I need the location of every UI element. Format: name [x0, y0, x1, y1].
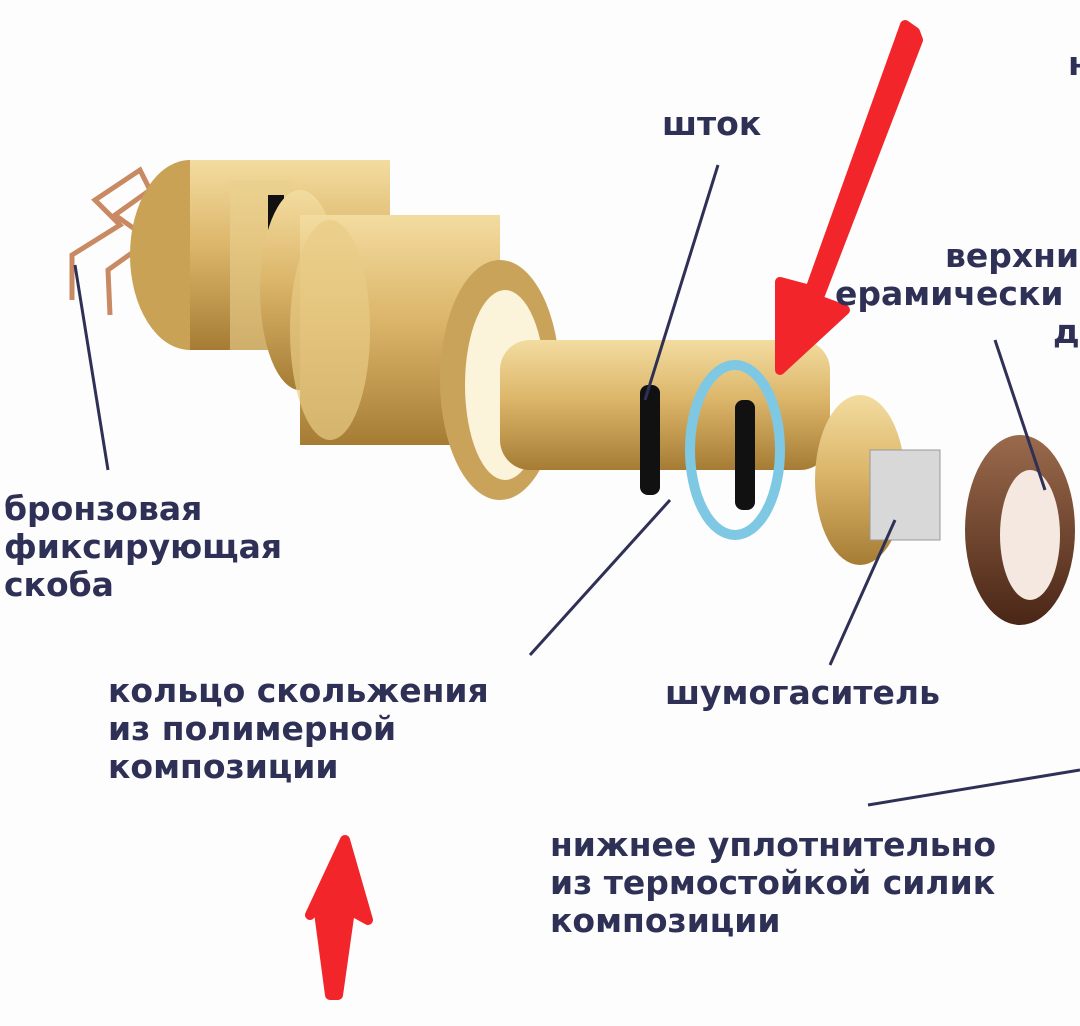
leader-stem	[643, 164, 720, 401]
label-bronze-clip: бронзовая фиксирующая скоба	[4, 490, 282, 604]
leader-ring	[528, 498, 672, 657]
label-line: фиксирующая	[4, 527, 283, 566]
label-line: нижнее уплотнительно	[550, 825, 997, 864]
label-upper-ceramic-disk: верхни ерамически ди	[835, 237, 1080, 351]
label-line: верхни	[945, 236, 1080, 275]
label-stem: шток	[662, 104, 762, 143]
red-arrow-up-icon	[305, 835, 373, 1000]
label-slide-ring: кольцо скольжения из полимерной композиц…	[108, 672, 489, 786]
label-line: скоба	[4, 565, 114, 604]
cartridge-body	[130, 160, 560, 500]
bronze-clip	[69, 166, 155, 316]
label-line: ерамически	[835, 274, 1064, 313]
label-line: композиции	[108, 747, 339, 786]
slide-ring	[685, 360, 785, 540]
leader-clip	[73, 264, 110, 471]
leader-silencer	[828, 519, 897, 666]
upper-ceramic-disk	[965, 435, 1075, 625]
label-line: композиции	[550, 901, 781, 940]
label-line: из полимерной	[108, 709, 397, 748]
label-lower-seal: нижнее уплотнительно из термостойкой сил…	[550, 826, 996, 940]
leader-seal	[867, 768, 1080, 807]
label-top-right-partial: н	[1068, 44, 1080, 83]
label-silencer: шумогаситель	[665, 673, 940, 712]
leader-disk	[993, 339, 1047, 491]
label-line: кольцо скольжения	[108, 671, 489, 710]
label-line: бронзовая	[4, 489, 203, 528]
silencer	[869, 449, 941, 541]
label-line: ди	[1053, 312, 1080, 351]
label-line: из термостойкой силик	[550, 863, 996, 902]
red-arrow-down-icon	[775, 20, 923, 375]
